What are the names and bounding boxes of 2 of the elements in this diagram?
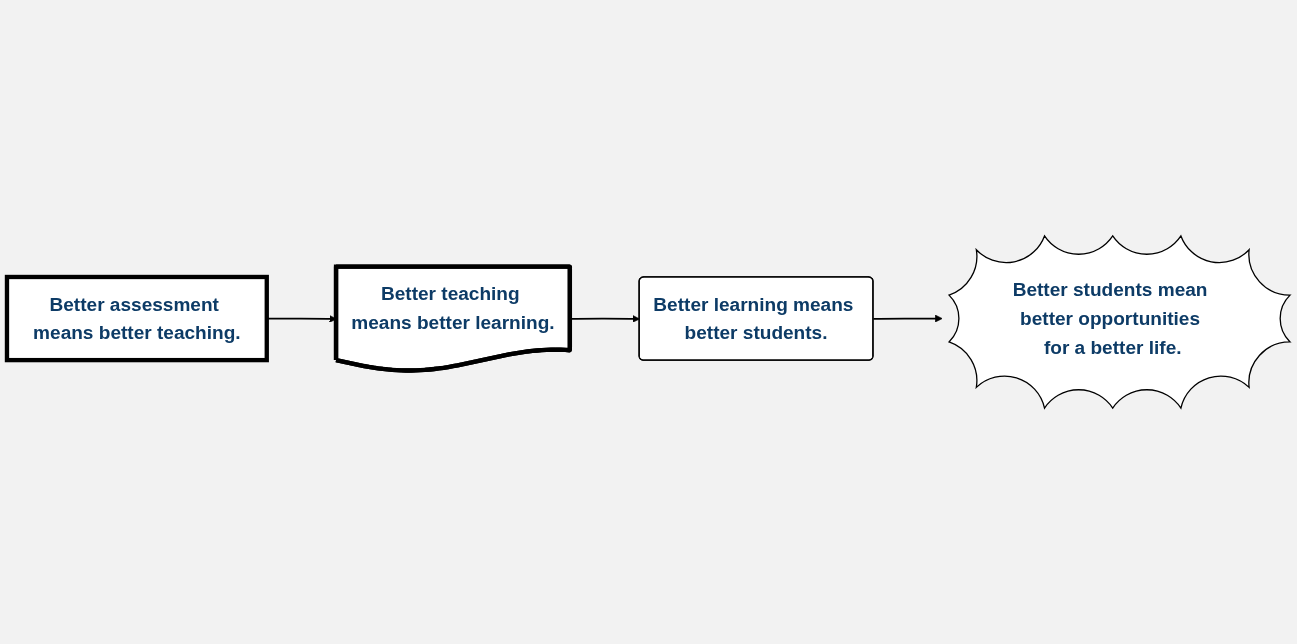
node-box: Better assessment means better teaching. [4, 274, 269, 363]
arrow [872, 314, 943, 323]
